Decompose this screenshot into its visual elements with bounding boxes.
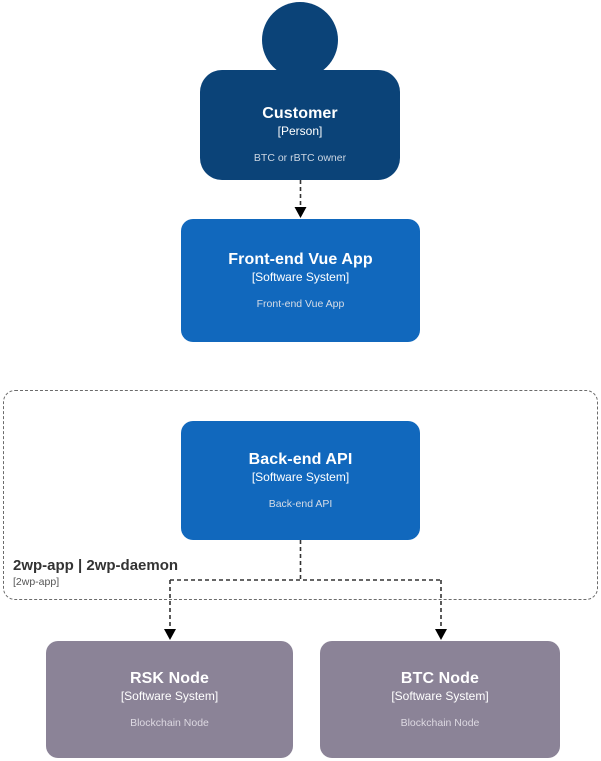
node-frontend-vue-app-description: Front-end Vue App bbox=[256, 298, 345, 310]
connector-customer-to-frontend bbox=[294, 180, 307, 218]
node-backend-api[interactable]: Back-end API [Software System] Back-end … bbox=[181, 421, 420, 540]
connector-backend-to-rsk-node-arrowhead bbox=[164, 629, 176, 640]
node-rsk-node-description: Blockchain Node bbox=[130, 717, 209, 729]
node-frontend-vue-app-title: Front-end Vue App bbox=[228, 251, 373, 268]
node-rsk-node-meta: [Software System] bbox=[120, 689, 219, 703]
node-frontend-vue-app[interactable]: Front-end Vue App [Software System] Fron… bbox=[181, 219, 420, 342]
customer-person-head-icon bbox=[262, 2, 338, 78]
boundary-2wp-app-meta: [2wp-app] bbox=[13, 576, 60, 588]
node-btc-node-title: BTC Node bbox=[400, 670, 480, 687]
node-frontend-vue-app-meta: [Software System] bbox=[251, 270, 350, 284]
boundary-2wp-app-title: 2wp-app | 2wp-daemon bbox=[13, 557, 179, 574]
node-customer-description: BTC or rBTC owner bbox=[253, 151, 347, 164]
node-backend-api-title: Back-end API bbox=[248, 451, 353, 468]
node-backend-api-meta: [Software System] bbox=[251, 470, 350, 484]
node-customer-title: Customer bbox=[262, 104, 338, 122]
boundary-2wp-app: 2wp-app | 2wp-daemon [2wp-app] bbox=[3, 390, 598, 600]
node-rsk-node-title: RSK Node bbox=[129, 670, 210, 687]
node-btc-node[interactable]: BTC Node [Software System] Blockchain No… bbox=[320, 641, 560, 758]
node-customer[interactable]: Customer [Person] BTC or rBTC owner bbox=[200, 70, 400, 180]
node-backend-api-description: Back-end API bbox=[268, 498, 333, 510]
node-rsk-node[interactable]: RSK Node [Software System] Blockchain No… bbox=[46, 641, 293, 758]
connector-backend-to-btc-node-arrowhead bbox=[435, 629, 447, 640]
node-btc-node-description: Blockchain Node bbox=[400, 717, 480, 729]
boundary-2wp-app-label: 2wp-app | 2wp-daemon [2wp-app] bbox=[13, 557, 178, 589]
node-btc-node-meta: [Software System] bbox=[391, 689, 489, 703]
connector-customer-to-frontend-arrowhead bbox=[294, 207, 307, 218]
node-customer-meta: [Person] bbox=[277, 123, 323, 138]
